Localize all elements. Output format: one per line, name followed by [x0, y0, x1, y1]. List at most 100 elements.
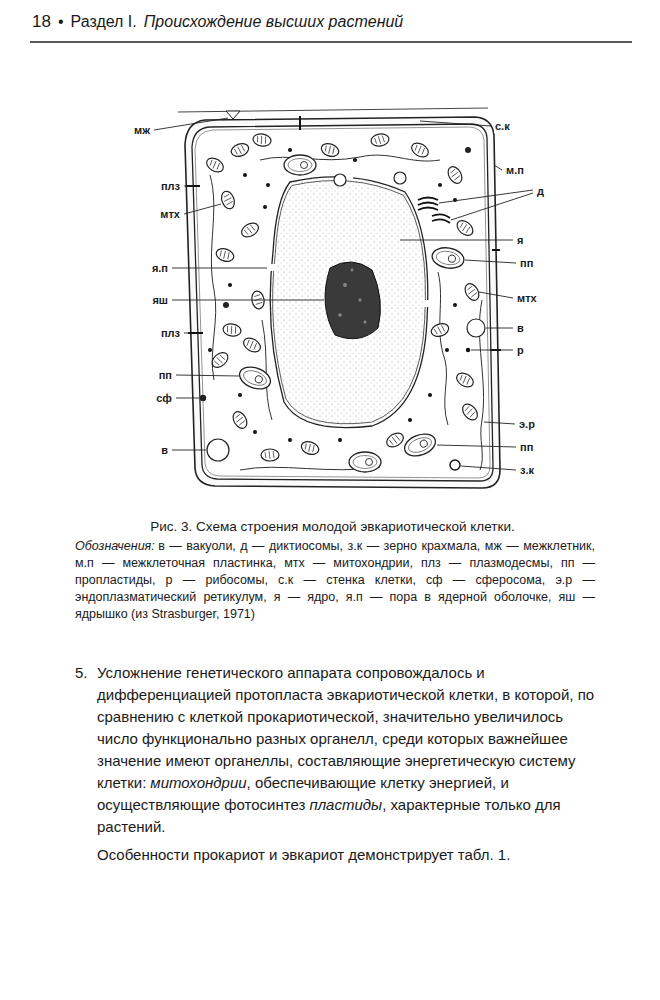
nucleus-part: [325, 262, 380, 339]
part-label: мж: [133, 123, 151, 137]
section-title: Происхождение высших растений: [144, 13, 403, 31]
part-label: в: [160, 443, 169, 457]
proplastids-part: [402, 430, 439, 460]
leader-lines-part: [486, 328, 513, 329]
part-label: плз: [160, 326, 181, 340]
proplastids-part: [349, 452, 381, 472]
page-header: 18•Раздел I.Происхождение высших растени…: [32, 12, 403, 32]
ribosomes-part: [445, 348, 449, 352]
leader-lines-part: [451, 193, 533, 220]
mitochondria-part: [384, 430, 406, 449]
nucleus-part: [268, 264, 276, 271]
part-label: пп: [158, 368, 173, 382]
mitochondria-part: [214, 246, 235, 263]
part-label: э.р: [518, 417, 536, 431]
mitochondria-part: [252, 133, 272, 148]
emphasis: пластиды: [309, 794, 382, 816]
endoplasmic-reticulum-part: [438, 272, 448, 425]
part-label: пп: [519, 256, 534, 270]
part-label: м.п: [505, 163, 525, 177]
mitochondria-part: [261, 449, 279, 461]
ribosomes: [208, 148, 470, 442]
part-label: сф: [155, 391, 173, 405]
nucleus-part: [351, 269, 354, 272]
mitochondria-part: [241, 335, 263, 354]
part-label: р: [516, 343, 525, 357]
leader-lines-part: [471, 350, 513, 351]
starch-grain: [450, 460, 460, 470]
nucleus-part: [273, 181, 426, 424]
ribosomes-part: [243, 173, 247, 177]
mitochondria-part: [209, 350, 231, 371]
part-label: яш: [151, 293, 169, 307]
proplastids-part: [284, 155, 316, 175]
mitochondria-part: [204, 155, 226, 174]
ribosomes-part: [438, 183, 442, 187]
vacuoles-part: [467, 319, 485, 337]
ribosomes-part: [453, 303, 457, 307]
emphasis: митохондрии: [150, 772, 246, 794]
cell-wall-part: [226, 111, 240, 119]
vacuoles-part: [207, 439, 229, 461]
dictyosomes-part: [418, 198, 438, 211]
mitochondria-part: [319, 141, 340, 158]
part-label: пп: [519, 440, 534, 454]
header-rule: [30, 41, 632, 42]
mitochondria-part: [219, 189, 236, 210]
proplastids: [237, 155, 466, 472]
ribosomes-part: [408, 418, 412, 422]
mitochondria-part: [229, 141, 250, 158]
leader-lines-part: [479, 292, 513, 298]
body-paragraph: Особенности прокариот и эвкариот демонст…: [97, 844, 605, 866]
designations: Обозначения:в — вакуоли, д — диктиосомы,…: [75, 538, 595, 623]
ribosomes-part: [228, 283, 232, 287]
leader-lines-part: [439, 190, 533, 203]
figure-caption: Рис. 3. Схема строения молодой эвкариоти…: [75, 518, 590, 535]
spherosomes: [200, 147, 471, 401]
leader-lines-part: [154, 118, 228, 130]
ribosomes-part: [238, 393, 242, 397]
vacuoles-part: [334, 174, 346, 186]
ribosomes-part: [353, 158, 357, 162]
leader-lines-part: [461, 466, 516, 470]
body-paragraph: 5. Усложнение генетического аппарата сопр…: [75, 662, 605, 838]
mitochondria-part: [460, 401, 481, 423]
bullet: •: [58, 13, 64, 31]
leader-lines-part: [172, 300, 324, 301]
ribosomes-part: [466, 348, 470, 352]
leader-lines-part: [484, 422, 515, 424]
ribosomes-part: [288, 438, 292, 442]
nucleus-part: [358, 298, 361, 301]
leader-lines-part: [420, 121, 491, 126]
proplastids-part: [431, 245, 466, 270]
ribosomes-part: [338, 438, 342, 442]
nucleus-part: [346, 172, 353, 179]
part-label: плз: [160, 179, 181, 193]
page-number: 18: [32, 12, 51, 32]
mitochondria-part: [409, 140, 431, 159]
leader-lines-part: [184, 333, 191, 334]
body-text: Усложнение генетического аппарата сопров…: [97, 664, 594, 791]
mitochondria-part: [222, 323, 242, 338]
leader-lines-part: [172, 450, 206, 451]
cell-wall-part: [178, 108, 488, 112]
cell-wall: [178, 108, 501, 488]
vacuoles-part: [394, 172, 406, 184]
cell-wall-part: [192, 124, 493, 481]
mitochondria-part: [445, 164, 464, 186]
leader-lines-part: [400, 240, 513, 241]
proplastids-part: [237, 363, 274, 393]
mitochondria: [204, 133, 481, 461]
spherosomes-part: [465, 147, 471, 153]
leader-lines: [154, 118, 533, 470]
ribosomes-part: [288, 148, 292, 152]
ribosomes-part: [428, 393, 432, 397]
part-label: мтх: [159, 207, 181, 221]
mitochondria-part: [462, 281, 481, 303]
nucleus-part: [364, 321, 367, 324]
vacuoles: [207, 172, 485, 461]
list-number: 5.: [75, 662, 88, 684]
mitochondria-part: [299, 439, 320, 456]
nucleus-part: [270, 177, 428, 428]
